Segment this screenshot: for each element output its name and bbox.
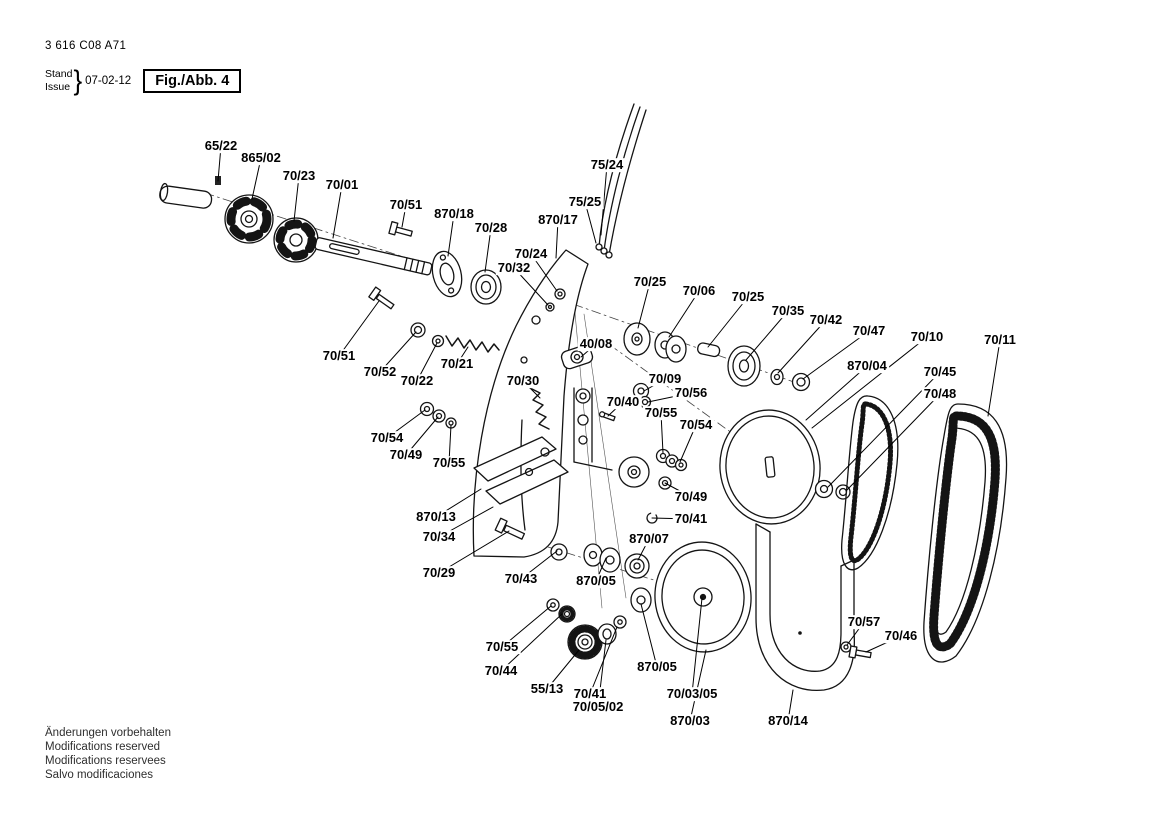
- spring-center: [529, 387, 550, 430]
- doc-header: 3 616 C08 A71 Stand Issue } 07-02-12 Fig…: [45, 40, 242, 96]
- drive-shaft: [314, 237, 433, 276]
- washer-cluster-bottom: [546, 598, 627, 645]
- nut-70-48: [835, 484, 851, 500]
- coupling-gear: [224, 194, 274, 244]
- washer-70-24: [554, 288, 566, 300]
- screw-70-40: [598, 411, 616, 422]
- stand-issue-labels: Stand Issue: [45, 68, 72, 92]
- discs-870-05: [583, 543, 621, 573]
- footer-line-fr: Modifications reservees: [45, 754, 166, 767]
- belt-guard: [755, 523, 855, 692]
- washer-trio-mid: [655, 448, 688, 472]
- flange-plate: [431, 250, 463, 298]
- stand-label: Stand: [45, 68, 73, 81]
- washer-cluster-left: [419, 401, 457, 429]
- brace-glyph: }: [73, 64, 83, 96]
- disc-row: [623, 322, 811, 392]
- issue-date: 07-02-12: [85, 74, 132, 87]
- footer-line-de: Änderungen vorbehalten: [45, 727, 171, 739]
- washer-70-45: [814, 479, 834, 499]
- bearing-870-07: [624, 553, 650, 579]
- star-coupling: [273, 217, 319, 263]
- tensioner: [573, 387, 650, 488]
- ball-bearing: [470, 269, 502, 305]
- screw-upper: [388, 221, 413, 237]
- figure-label: Fig./Abb. 4: [143, 68, 242, 93]
- washer-70-22: [431, 334, 445, 348]
- screw-70-29: [494, 517, 526, 540]
- document-number: 3 616 C08 A71: [45, 40, 127, 52]
- clamp-40-08: [560, 344, 594, 370]
- washer-70-43: [550, 543, 568, 561]
- footer-line-en: Modifications reserved: [45, 740, 161, 753]
- belt-large: [923, 403, 1008, 663]
- belt-medium: [841, 395, 899, 571]
- screw-left: [368, 286, 395, 310]
- issue-label: Issue: [45, 80, 71, 93]
- large-pulley-upper: [719, 409, 821, 525]
- disc-870-05-lower: [630, 587, 652, 613]
- issue-row: Stand Issue } 07-02-12 Fig./Abb. 4: [45, 64, 242, 96]
- screw-70-46: [848, 645, 872, 659]
- drive-pin: [159, 176, 221, 209]
- bracket-plates: [473, 436, 569, 505]
- large-pulley-lower: [654, 541, 752, 653]
- spring-left: [445, 335, 500, 353]
- washer-70-57: [840, 641, 852, 653]
- gear-small: [567, 624, 603, 660]
- footer-line-es: Salvo modificaciones: [45, 768, 154, 781]
- doc-footer: Änderungen vorbehalten Modifications res…: [45, 727, 171, 783]
- cable-harness: [595, 103, 647, 259]
